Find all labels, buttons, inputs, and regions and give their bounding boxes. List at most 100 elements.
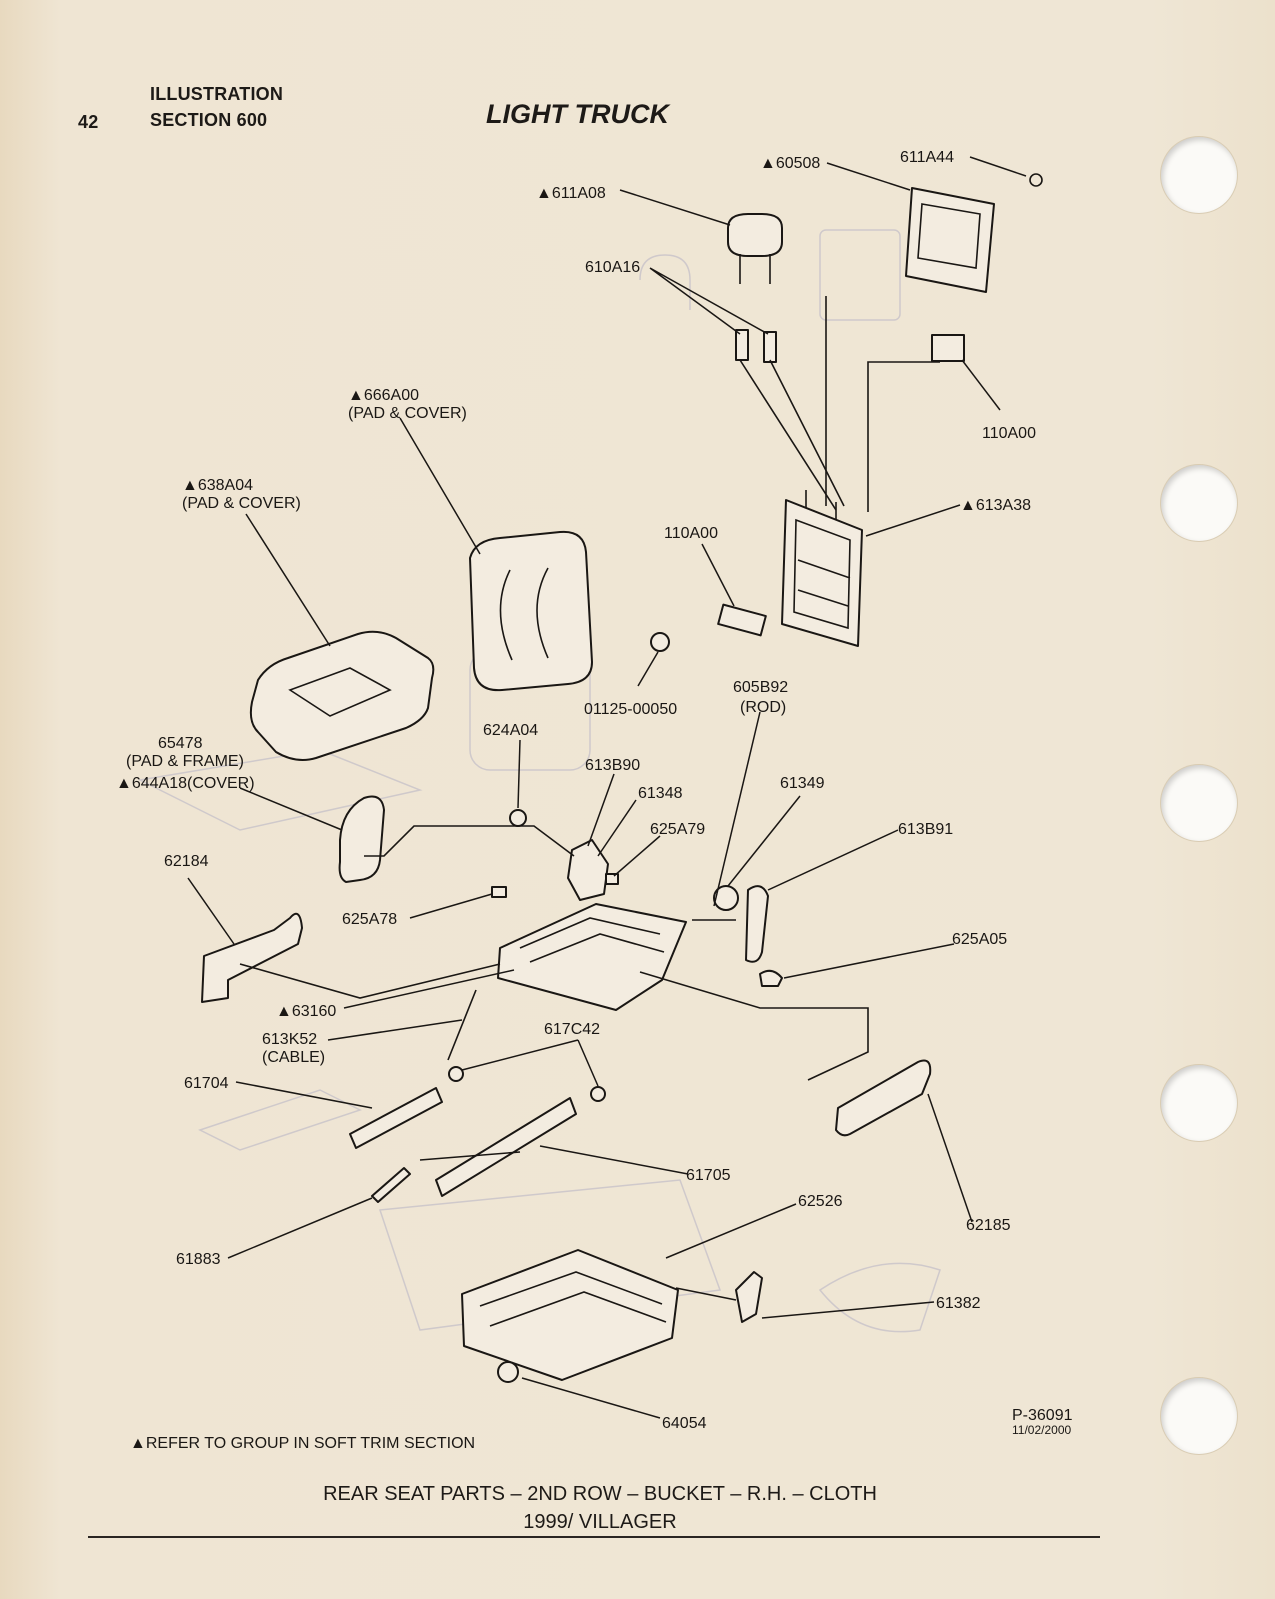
label-613b91: 613B91 xyxy=(898,821,953,838)
leader-613b91 xyxy=(767,829,899,891)
guide-shield-left xyxy=(239,963,501,999)
label-62184: 62184 xyxy=(164,853,209,870)
base-frame-outline xyxy=(461,1249,679,1381)
leader-60508 xyxy=(826,162,911,191)
part-624a04 xyxy=(509,809,527,827)
soft-trim-note: ▲REFER TO GROUP IN SOFT TRIM SECTION xyxy=(130,1435,475,1452)
seat-pan-detail xyxy=(519,917,665,963)
part-recliner xyxy=(735,1271,763,1323)
label-613k52-desc: (CABLE) xyxy=(262,1049,325,1066)
leader-61349 xyxy=(727,795,801,887)
ghost-cushion xyxy=(137,749,423,831)
part-headrest xyxy=(727,213,783,284)
part-clip xyxy=(448,1066,464,1082)
part-back-plate xyxy=(905,173,1043,293)
label-617c42: 617C42 xyxy=(544,1021,600,1038)
guide-shield-right xyxy=(639,971,869,1081)
binder-hole xyxy=(1161,465,1237,541)
footer-caption: REAR SEAT PARTS – 2ND ROW – BUCKET – R.H… xyxy=(323,1483,877,1505)
back-pad-seams xyxy=(499,567,549,661)
drawing-date: 11/02/2000 xyxy=(1012,1423,1071,1437)
leader-611a08 xyxy=(619,189,731,226)
label-01125: 01125-00050 xyxy=(584,701,677,718)
part-cushion xyxy=(249,630,435,761)
label-61349: 61349 xyxy=(780,775,825,792)
label-638a04: ▲638A04 xyxy=(182,477,253,494)
leader-62526 xyxy=(665,1203,797,1259)
leader-605b92 xyxy=(713,711,761,907)
label-625a79: 625A79 xyxy=(650,821,705,838)
label-61704: 61704 xyxy=(184,1075,229,1092)
footer-rule xyxy=(88,1536,1100,1538)
part-bushing xyxy=(497,1361,519,1383)
label-61348: 61348 xyxy=(638,785,683,802)
label-110a00-lower: 110A00 xyxy=(664,525,718,542)
section-label-line2: SECTION 600 xyxy=(150,110,268,130)
leader-610a16 xyxy=(649,267,769,335)
binder-hole xyxy=(1161,765,1237,841)
plate-window xyxy=(917,203,981,269)
leader-01125 xyxy=(637,651,659,687)
part-seat-back-frame xyxy=(781,490,863,647)
bolt xyxy=(735,329,749,361)
leader-624a04 xyxy=(517,739,521,809)
part-back-pad xyxy=(469,530,593,692)
leader-110a00-lower xyxy=(701,543,735,607)
callout-labels: ▲60508 611A44 ▲611A08 610A16 110A00 ▲666… xyxy=(116,149,1036,1432)
ghost-frame xyxy=(378,1179,722,1331)
label-666a00: ▲666A00 xyxy=(348,387,419,404)
leader-666a00 xyxy=(399,417,481,555)
leader-61382 xyxy=(761,1301,935,1319)
label-638a04-desc: (PAD & COVER) xyxy=(182,495,301,512)
part-613b91 xyxy=(745,885,769,963)
guide-bolts-to-frame xyxy=(739,359,845,511)
ghost-rail xyxy=(198,1089,362,1151)
headrest-posts xyxy=(739,254,771,284)
footer-model: 1999/ VILLAGER xyxy=(523,1511,677,1533)
cushion-outline xyxy=(249,630,435,761)
part-side-shield-left xyxy=(201,912,303,1003)
fastener-611a44 xyxy=(1029,173,1043,187)
leader-62185 xyxy=(927,1093,973,1223)
part-armrest xyxy=(338,795,385,883)
label-625a05: 625A05 xyxy=(952,931,1007,948)
callout-leaders xyxy=(187,156,1027,1419)
leader-61883 xyxy=(227,1197,373,1259)
part-side-shield-right xyxy=(835,1059,932,1137)
part-clip xyxy=(590,1086,606,1102)
leader-64054 xyxy=(521,1377,661,1419)
frame-detail xyxy=(793,518,851,630)
seat-pan-outline xyxy=(497,903,687,1011)
label-65478: 65478 xyxy=(158,735,203,752)
leader-62184 xyxy=(187,877,235,945)
leader-625a79 xyxy=(613,835,661,877)
label-613a38: ▲613A38 xyxy=(960,497,1031,514)
leader-61348 xyxy=(597,799,637,857)
label-61705: 61705 xyxy=(686,1167,731,1184)
label-624a04: 624A04 xyxy=(483,722,538,739)
label-644a18: ▲644A18(COVER) xyxy=(116,775,255,792)
headrest-pad xyxy=(727,213,783,257)
part-bracket-upper xyxy=(931,334,965,362)
label-611a44: 611A44 xyxy=(900,149,954,166)
label-63160: ▲63160 xyxy=(276,1003,336,1020)
label-62185: 62185 xyxy=(966,1217,1011,1234)
part-bolts xyxy=(735,329,777,363)
label-64054: 64054 xyxy=(662,1415,707,1432)
label-61883: 61883 xyxy=(176,1251,221,1268)
part-61349 xyxy=(713,885,739,911)
leader-613b90 xyxy=(587,773,615,847)
ghost-headrest xyxy=(639,254,691,310)
leader-617c42 xyxy=(461,1039,599,1087)
drawing-number: P-36091 xyxy=(1012,1407,1073,1424)
label-611a08: ▲611A08 xyxy=(536,185,606,202)
guide-bracket-to-frame xyxy=(867,361,940,512)
leader-611a44 xyxy=(969,156,1027,177)
binder-hole xyxy=(1161,1065,1237,1141)
frame-posts xyxy=(805,490,837,520)
section-label-line1: ILLUSTRATION xyxy=(150,84,284,104)
leader-63160 xyxy=(343,969,515,1009)
leader-638a04 xyxy=(245,513,331,647)
